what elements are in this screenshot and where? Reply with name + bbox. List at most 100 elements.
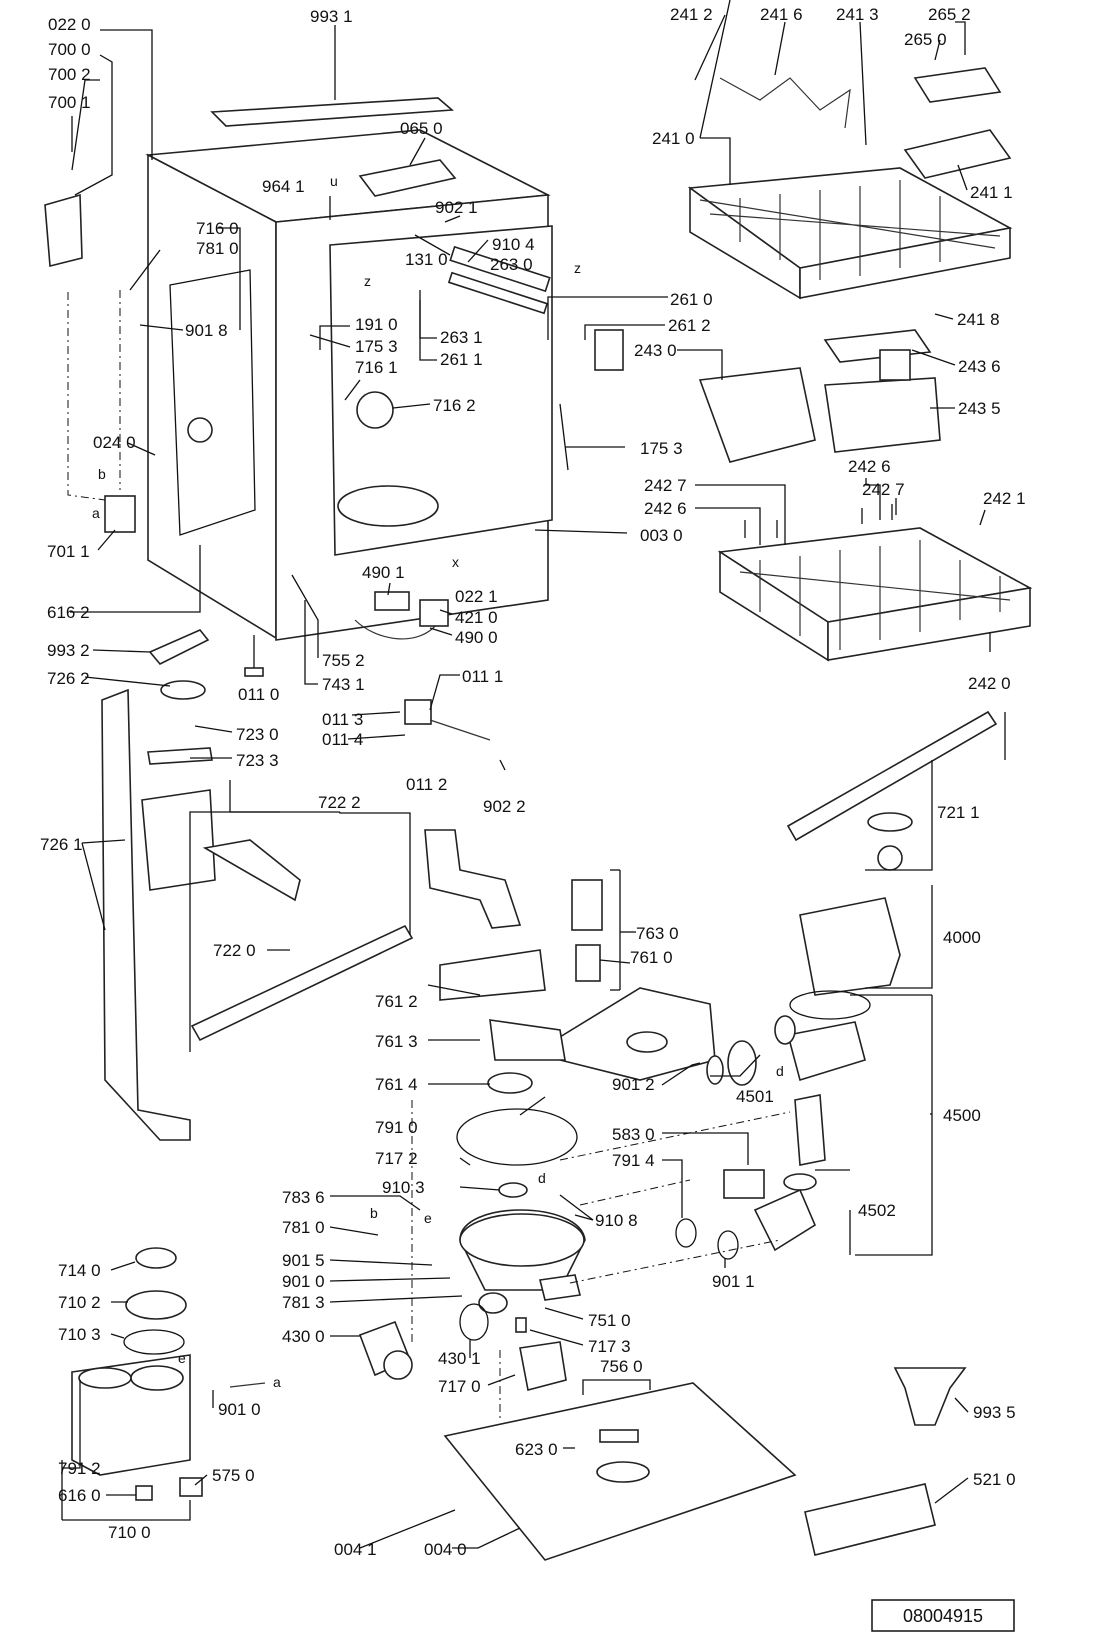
part-label-p9103: 910 3 [382, 1178, 425, 1197]
part-label-p9108: 910 8 [595, 1211, 638, 1230]
part-label-p9021: 902 1 [435, 198, 478, 217]
part-label-p1753: 175 3 [355, 337, 398, 356]
connection-marker-m_d1: d [538, 1170, 546, 1186]
part-label-p0114: 011 4 [322, 730, 363, 749]
feed-tube [101, 688, 191, 1141]
part-label-p2611: 261 1 [440, 350, 483, 369]
part-label-p7912: 791 2 [58, 1459, 101, 1478]
part-label-p7612: 761 2 [375, 992, 418, 1011]
connection-marker-m_a2: a [273, 1374, 281, 1390]
part-label-p0030: 003 0 [640, 526, 683, 545]
part-label-p7102: 710 2 [58, 1293, 101, 1312]
part-label-p7170: 717 0 [438, 1377, 481, 1396]
part-label-p7103: 710 3 [58, 1325, 101, 1344]
part-label-p7140: 714 0 [58, 1261, 101, 1280]
part-label-p1910: 191 0 [355, 315, 398, 334]
part-label-p7914: 791 4 [612, 1151, 655, 1170]
part-label-p2435: 243 5 [958, 399, 1001, 418]
part-label-p7810: 781 0 [196, 239, 239, 258]
part-illustrations [44, 67, 1033, 1632]
top-cover-strip [210, 97, 454, 127]
document-number-box [871, 1599, 1015, 1632]
part-label-p7910: 791 0 [375, 1118, 418, 1137]
part-label-p2418: 241 8 [957, 310, 1000, 329]
part-label-p7813: 781 3 [282, 1293, 325, 1312]
part-label-p7222: 722 2 [318, 793, 361, 812]
spray-arm-hub [867, 812, 913, 832]
part-label-p2410: 241 0 [652, 129, 695, 148]
part-label-p5750: 575 0 [212, 1466, 255, 1485]
part-label-p7001: 700 1 [48, 93, 91, 112]
part-label-p6160: 616 0 [58, 1486, 101, 1505]
part-label-p2630: 263 0 [490, 255, 533, 274]
part-label-p2631: 263 1 [440, 328, 483, 347]
part-label-p5830: 583 0 [612, 1125, 655, 1144]
part-label-p9018: 901 8 [185, 321, 228, 340]
part-label-p9010b: 901 0 [218, 1400, 261, 1419]
part-label-p0220: 022 0 [48, 15, 91, 34]
part-label-p2426b: 242 6 [644, 499, 687, 518]
part-label-p5210: 521 0 [973, 1470, 1016, 1489]
part-label-p2436: 243 6 [958, 357, 1001, 376]
salt-funnel [893, 1367, 967, 1426]
part-label-p2427b: 242 7 [862, 480, 905, 499]
part-label-p2421: 242 1 [983, 489, 1026, 508]
part-label-p7002: 700 2 [48, 65, 91, 84]
connection-marker-m_b1: b [98, 466, 106, 482]
part-label-p2411: 241 1 [970, 183, 1013, 202]
part-label-p7610: 761 0 [630, 948, 673, 967]
part-label-p9011: 901 1 [712, 1272, 755, 1291]
part-label-p9010: 901 0 [282, 1272, 325, 1291]
leader-lines [61, 0, 1006, 1549]
part-label-p9931: 993 1 [310, 7, 353, 26]
part-label-p7211: 721 1 [937, 803, 980, 822]
part-label-p7630: 763 0 [636, 924, 679, 943]
part-label-p7100: 710 0 [108, 1523, 151, 1542]
part-label-p6162: 616 2 [47, 603, 90, 622]
part-label-p2427: 242 7 [644, 476, 687, 495]
connection-marker-m_d2: d [776, 1063, 784, 1079]
part-label-p7161: 716 1 [355, 358, 398, 377]
part-label-p4900: 490 0 [455, 628, 498, 647]
part-label-p2610: 261 0 [670, 290, 713, 309]
upper-spray-arm [786, 710, 998, 842]
part-label-p7560: 756 0 [600, 1357, 643, 1376]
middle-tube [424, 829, 522, 929]
connection-marker-m_b2: b [370, 1205, 378, 1221]
part-label-p6230: 623 0 [515, 1440, 558, 1459]
part-label-p7230: 723 0 [236, 725, 279, 744]
connection-marker-m_x: x [452, 554, 459, 570]
part-label-p4502: 4502 [858, 1201, 896, 1220]
part-label-p7160: 716 0 [196, 219, 239, 238]
part-label-p9012: 901 2 [612, 1075, 655, 1094]
part-label-p1310: 131 0 [405, 250, 448, 269]
part-label-p9022: 902 2 [483, 797, 526, 816]
part-label-p7261: 726 1 [40, 835, 83, 854]
part-label-p7220: 722 0 [213, 941, 256, 960]
part-label-p2416: 241 6 [760, 5, 803, 24]
part-label-p7262: 726 2 [47, 669, 90, 688]
part-label-p7614: 761 4 [375, 1075, 418, 1094]
part-label-p7233: 723 3 [236, 751, 279, 770]
part-label-p7552: 755 2 [322, 651, 365, 670]
connection-marker-m_a1: a [92, 505, 100, 521]
part-label-p7613: 761 3 [375, 1032, 418, 1051]
part-label-p1753b: 175 3 [640, 439, 683, 458]
part-label-p7173: 717 3 [588, 1337, 631, 1356]
part-label-p0040: 004 0 [424, 1540, 467, 1559]
part-label-p7000: 700 0 [48, 40, 91, 59]
connection-marker-m_e2: e [178, 1350, 186, 1366]
part-label-p0110: 011 0 [238, 685, 279, 704]
part-label-p4000: 4000 [943, 928, 981, 947]
part-label-p4501: 4501 [736, 1087, 774, 1106]
part-label-p4300: 430 0 [282, 1327, 325, 1346]
part-label-p2420: 242 0 [968, 674, 1011, 693]
electronic-control-unit [804, 1483, 936, 1556]
part-label-p4301: 430 1 [438, 1349, 481, 1368]
part-label-p9641: 964 1 [262, 177, 305, 196]
part-label-p0240: 024 0 [93, 433, 136, 452]
part-label-p7172: 717 2 [375, 1149, 418, 1168]
part-label-p0111: 011 1 [462, 667, 503, 686]
